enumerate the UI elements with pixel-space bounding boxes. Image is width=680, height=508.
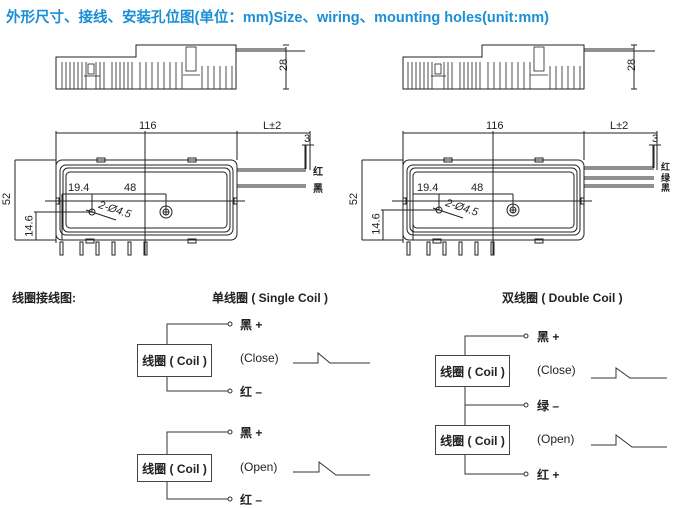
terminal-label-top: 黑 + bbox=[537, 330, 560, 344]
side-height-label-left: 28 bbox=[278, 58, 291, 72]
hole-offset-y-label-left: 14.6 bbox=[23, 215, 36, 237]
lead-bend-label-right: 3 bbox=[652, 133, 659, 145]
single-coil-title: 单线圈 ( Single Coil ) bbox=[212, 291, 328, 305]
width-label-left: 116 bbox=[139, 120, 157, 132]
hole-spacing-label-left: 48 bbox=[124, 182, 137, 194]
wire-label-left-0: 红 bbox=[313, 167, 323, 178]
contact-state-close: (Close) bbox=[537, 363, 576, 377]
side-view-left bbox=[55, 44, 305, 90]
top-view-right bbox=[361, 131, 661, 256]
width-label-right: 116 bbox=[486, 120, 504, 132]
wiring-lines bbox=[166, 321, 667, 502]
hole-offset-y-label-right: 14.6 bbox=[370, 213, 383, 235]
height-label-right: 52 bbox=[348, 192, 361, 206]
terminal-label-middle: 绿 – bbox=[537, 399, 560, 413]
contact-state-label: (Open) bbox=[240, 460, 278, 474]
terminal-label-bottom: 红 + bbox=[537, 468, 560, 482]
hole-offset-x-label-left: 19.4 bbox=[68, 182, 90, 194]
side-view-right bbox=[402, 44, 655, 90]
terminal-label: 黑 + bbox=[240, 318, 263, 332]
coil-box: 线圈 ( Coil ) bbox=[137, 454, 212, 482]
wire-label-right-1: 绿 bbox=[661, 173, 671, 183]
hole-offset-x-label-right: 19.4 bbox=[417, 182, 439, 194]
coil-box-1: 线圈 ( Coil ) bbox=[435, 355, 510, 387]
lead-length-label-left: L±2 bbox=[263, 120, 282, 132]
double-coil-title: 双线圈 ( Double Coil ) bbox=[502, 291, 623, 305]
page-title: 外形尺寸、接线、安装孔位图(单位：mm)Size、wiring、mounting… bbox=[6, 10, 549, 26]
lead-bend-label-left: 3 bbox=[304, 133, 311, 145]
contact-state-label: (Close) bbox=[240, 351, 279, 365]
terminal-label: 红 – bbox=[240, 493, 263, 507]
wiring-heading: 线圈接线图: bbox=[12, 291, 76, 305]
height-label-left: 52 bbox=[1, 192, 14, 206]
wire-label-right-0: 红 bbox=[661, 162, 671, 172]
lead-length-label-right: L±2 bbox=[610, 120, 629, 132]
top-view-left bbox=[14, 131, 314, 256]
terminal-label: 黑 + bbox=[240, 426, 263, 440]
hole-spacing-label-right: 48 bbox=[471, 182, 484, 194]
wire-label-left-1: 黑 bbox=[313, 184, 323, 195]
terminal-label: 红 – bbox=[240, 385, 263, 399]
coil-box: 线圈 ( Coil ) bbox=[137, 344, 212, 377]
coil-box-2: 线圈 ( Coil ) bbox=[435, 425, 510, 455]
contact-state-open: (Open) bbox=[537, 432, 575, 446]
wire-label-right-2: 黑 bbox=[661, 183, 671, 193]
side-height-label-right: 28 bbox=[626, 58, 639, 72]
